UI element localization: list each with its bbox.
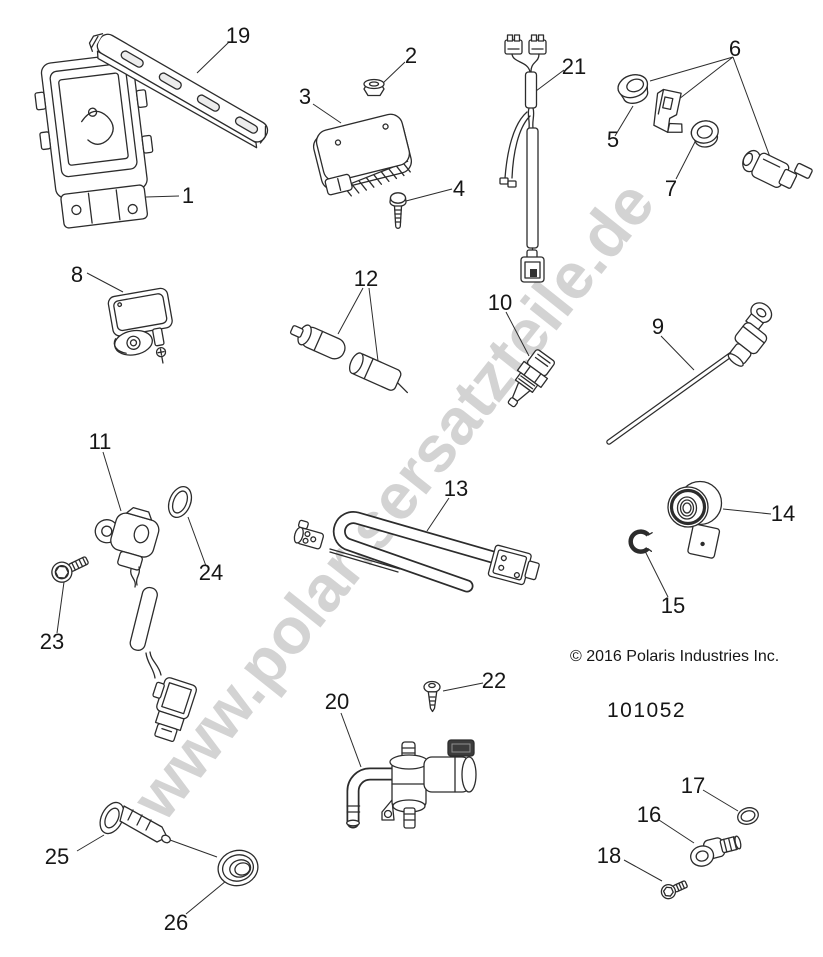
- callout-7: 7: [664, 176, 678, 201]
- callout-18: 18: [596, 843, 622, 868]
- callout-12: 12: [353, 266, 379, 291]
- part-22-screw-drawing: [423, 680, 441, 713]
- part-14-knock-sensor-drawing: [667, 480, 723, 559]
- callout-16: 16: [636, 802, 662, 827]
- leader-lines: [56, 41, 772, 915]
- part-12-filters-drawing: [289, 324, 409, 394]
- callout-5: 5: [606, 127, 620, 152]
- callout-3: 3: [298, 84, 312, 109]
- part-3-module-drawing: [312, 113, 412, 197]
- part-13-hose-drawing: [293, 511, 540, 593]
- part-18-bolt-drawing: [660, 880, 688, 900]
- part-23-bolt-drawing: [51, 556, 89, 583]
- callout-9: 9: [651, 314, 665, 339]
- part-26-grommet-drawing: [217, 849, 259, 887]
- figure-number: 101052: [607, 699, 687, 722]
- part-6-bracket-drawing: [653, 88, 683, 133]
- callout-11: 11: [88, 429, 112, 454]
- part-2-nut-drawing: [363, 78, 385, 97]
- part-11-crank-sensor-drawing: [94, 506, 198, 742]
- callout-15: 15: [660, 593, 686, 618]
- part-8-map-sensor-drawing: [107, 287, 173, 364]
- part-20-purge-valve-drawing: [346, 739, 477, 829]
- part-25-temp-probe-drawing: [99, 801, 171, 844]
- callout-1: 1: [181, 183, 195, 208]
- callout-22: 22: [481, 668, 507, 693]
- part-17-oring-drawing: [737, 807, 759, 825]
- part-9-dipstick-sensor-drawing: [606, 302, 773, 445]
- callout-6: 6: [728, 36, 742, 61]
- part-7-grommet-drawing: [690, 120, 719, 148]
- part-16-elbow-fitting-drawing: [690, 835, 742, 867]
- callout-19: 19: [225, 23, 251, 48]
- part-6-sensor-drawing: [742, 149, 813, 189]
- callout-10: 10: [487, 290, 513, 315]
- part-1-ecm-drawing: [34, 53, 156, 229]
- part-10-temp-sensor-drawing: [507, 349, 556, 408]
- callout-26: 26: [163, 910, 189, 935]
- callout-21: 21: [561, 54, 587, 79]
- callout-24: 24: [198, 560, 224, 585]
- part-21-harness-drawing: [499, 34, 547, 283]
- part-5-cap-drawing: [617, 74, 649, 104]
- callout-13: 13: [443, 476, 469, 501]
- callout-17: 17: [680, 773, 706, 798]
- part-19-bracket-drawing: [88, 32, 269, 149]
- callout-14: 14: [770, 501, 796, 526]
- part-24-oring-drawing: [167, 486, 193, 518]
- callout-20: 20: [324, 689, 350, 714]
- callout-4: 4: [452, 176, 466, 201]
- copyright-text: © 2016 Polaris Industries Inc.: [570, 648, 780, 665]
- callout-25: 25: [44, 844, 70, 869]
- callout-23: 23: [39, 629, 65, 654]
- part-4-screw-drawing: [389, 192, 407, 229]
- callout-8: 8: [70, 262, 84, 287]
- callout-2: 2: [404, 43, 418, 68]
- part-15-eclip-drawing: [628, 529, 653, 554]
